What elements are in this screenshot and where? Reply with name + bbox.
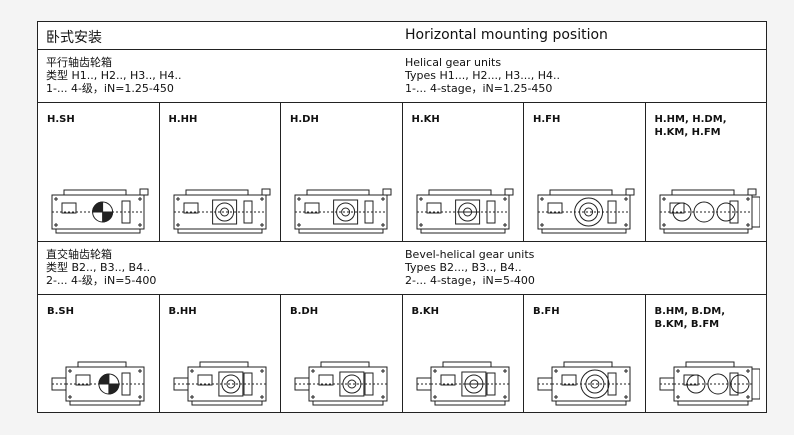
unit-code: B.KH [411,306,440,317]
unit-cell-fh: B.FH [523,295,645,413]
header-title-en: Horizontal mounting position [405,27,608,43]
bevel-desc-en-line: Types B2..., B3.., B4.. [405,261,522,274]
mounting-sheet: 卧式安装 Horizontal mounting position 平行轴齿轮箱… [37,21,767,413]
helical-desc-cn-line: 类型 H1.., H2.., H3.., H4.. [46,69,182,82]
bevel-desc-en: Bevel-helical gear units Types B2..., B3… [405,248,535,287]
header-title-cn: 卧式安装 [46,30,102,46]
unit-cell-hh: H.HH [158,103,281,241]
unit-cell-kh: B.KH [401,295,524,413]
sheet-header: 卧式安装 Horizontal mounting position [38,22,766,50]
unit-code: H.FH [533,114,561,125]
helical-desc-en-line: 1-... 4-stage，iN=1.25-450 [405,82,553,95]
helical-desc-cn-line: 平行轴齿轮箱 [46,56,112,69]
unit-code: H.HH [168,114,198,125]
unit-cell-fh: H.FH [523,103,645,241]
bevel-units-row: B.SH B.HH B.DH B.KH B.FH B.HM, B.DM,B.KM, B.F… [38,294,766,413]
unit-cell-kh: H.KH [401,103,524,241]
unit-code: B.DH [290,306,319,317]
unit-cell-dh: B.DH [280,295,402,413]
helical-desc-en-line: Types H1..., H2..., H3..., H4.. [405,69,561,82]
unit-code: H.KH [411,114,440,125]
unit-cell-hh: B.HH [158,295,281,413]
unit-cell-hm: H.HM, H.DM,H.KM, H.FM [644,103,767,241]
unit-cell-hm: B.HM, B.DM,B.KM, B.FM [644,295,767,413]
unit-cell-sh: B.SH [38,295,159,413]
helical-units-row: H.SH H.HH H.DH H.KH H.FH H.HM, H.DM,H.KM, H.F… [38,102,766,242]
bevel-desc-en-line: 2-... 4-stage，iN=5-400 [405,274,535,287]
bevel-desc-cn: 直交轴齿轮箱 类型 B2.., B3.., B4.. 2-... 4-级，iN=… [46,248,156,287]
bevel-desc-en-line: Bevel-helical gear units [405,248,535,261]
unit-code: B.HH [168,306,197,317]
helical-desc-cn-line: 1-... 4-级，iN=1.25-450 [46,82,174,95]
unit-code: B.SH [47,306,74,317]
bevel-desc-cn-line: 2-... 4-级，iN=5-400 [46,274,157,287]
unit-cell-sh: H.SH [38,103,159,241]
bevel-desc-cn-line: 类型 B2.., B3.., B4.. [46,261,151,274]
unit-code: B.HM, B.DM,B.KM, B.FM [654,306,726,330]
unit-code: H.HM, H.DM,H.KM, H.FM [654,114,727,138]
unit-cell-dh: H.DH [280,103,402,241]
unit-code: B.FH [533,306,560,317]
helical-desc-cn: 平行轴齿轮箱 类型 H1.., H2.., H3.., H4.. 1-... 4… [46,56,182,95]
unit-code: H.DH [290,114,319,125]
helical-desc-en: Helical gear units Types H1..., H2..., H… [405,56,560,95]
bevel-desc-cn-line: 直交轴齿轮箱 [46,248,112,261]
unit-code: H.SH [47,114,75,125]
helical-desc-en-line: Helical gear units [405,56,502,69]
